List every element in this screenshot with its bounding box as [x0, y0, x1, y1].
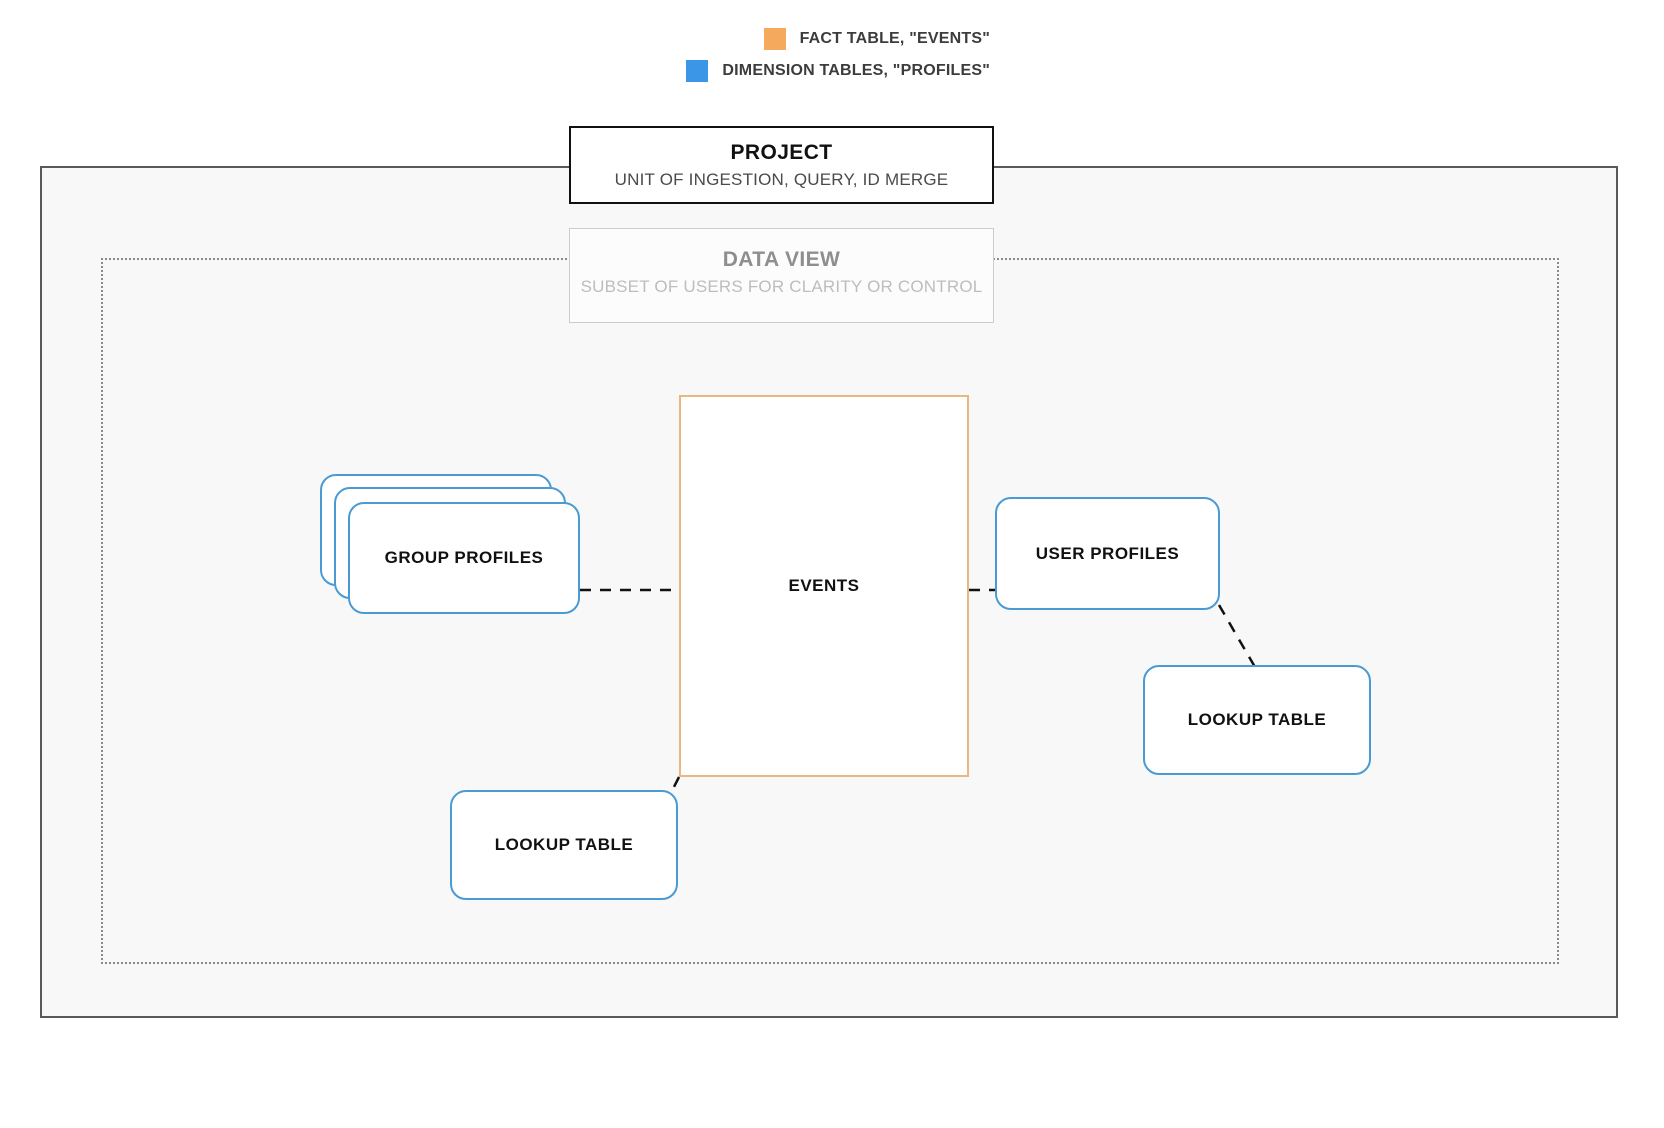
- lookup-table-left-label: LOOKUP TABLE: [494, 835, 634, 854]
- legend: FACT TABLE, "EVENTS" DIMENSION TABLES, "…: [0, 28, 990, 82]
- data-view-subtitle: SUBSET OF USERS FOR CLARITY OR CONTROL: [580, 277, 983, 297]
- legend-label-fact-table: FACT TABLE, "EVENTS": [799, 30, 990, 47]
- dimension-tables-swatch: [686, 60, 709, 82]
- legend-item-fact-table: FACT TABLE, "EVENTS": [763, 28, 990, 50]
- fact-table-swatch: [763, 28, 786, 50]
- project-label-box: PROJECT UNIT OF INGESTION, QUERY, ID MER…: [569, 126, 994, 204]
- lookup-table-right-label: LOOKUP TABLE: [1187, 710, 1327, 729]
- group-profiles-label: GROUP PROFILES: [384, 548, 544, 567]
- user-profiles-label: USER PROFILES: [1035, 543, 1180, 563]
- user-profiles-card[interactable]: USER PROFILES: [995, 497, 1220, 610]
- lookup-table-left-card[interactable]: LOOKUP TABLE: [450, 790, 678, 900]
- legend-label-dimension-tables: DIMENSION TABLES, "PROFILES": [722, 62, 990, 79]
- group-profiles-card-front[interactable]: GROUP PROFILES: [348, 502, 580, 614]
- fact-table-events[interactable]: EVENTS: [679, 395, 969, 777]
- data-view-title: DATA VIEW: [722, 248, 841, 271]
- lookup-table-right-card[interactable]: LOOKUP TABLE: [1143, 665, 1371, 775]
- project-subtitle: UNIT OF INGESTION, QUERY, ID MERGE: [614, 170, 949, 190]
- project-title: PROJECT: [730, 141, 833, 164]
- group-profiles-stack[interactable]: GROUP PROFILES: [320, 474, 580, 614]
- fact-table-label: EVENTS: [788, 576, 860, 595]
- data-view-label-box: DATA VIEW SUBSET OF USERS FOR CLARITY OR…: [569, 228, 994, 323]
- legend-item-dimension-tables: DIMENSION TABLES, "PROFILES": [686, 60, 990, 82]
